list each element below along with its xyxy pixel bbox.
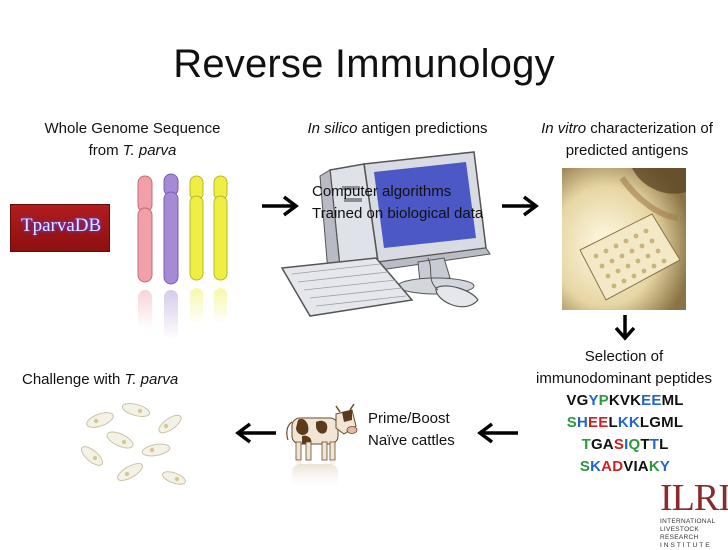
peptide-residues: AD: [601, 458, 624, 475]
in-vitro-italic: In vitro: [541, 120, 587, 137]
peptide-sequence: SKADVIAKY: [530, 456, 720, 478]
peptide-residues: T: [649, 436, 660, 453]
algorithm-note-line1: Computer algorithms: [312, 183, 452, 200]
in-vitro-caption: In vitro characterization of predicted a…: [522, 118, 728, 162]
selection-caption: Selection of immunodominant peptides: [510, 346, 728, 390]
prime-boost-line1: Prime/Boost: [368, 410, 450, 427]
tparvadb-logo: TparvaDB: [10, 204, 110, 252]
arrow-left-icon: [235, 422, 276, 444]
peptide-residues: KK: [617, 414, 640, 431]
peptide-residues: LGML: [639, 414, 684, 431]
peptide-residues: Q: [628, 436, 641, 453]
arrow-right-icon: [502, 195, 539, 217]
peptide-residues: ML: [661, 392, 684, 409]
parasites-illustration: [80, 403, 186, 485]
genome-caption: Whole Genome Sequence from T. parva: [20, 118, 245, 162]
peptide-residues: Y: [659, 458, 671, 475]
algorithm-note: Computer algorithms Trained on biologica…: [312, 181, 512, 225]
peptide-residues: K: [648, 458, 660, 475]
peptide-residues: L: [659, 436, 669, 453]
arrow-down-icon: [614, 315, 636, 341]
peptide-residues: L: [608, 414, 618, 431]
challenge-species: T. parva: [124, 371, 179, 388]
peptide-residues: I: [624, 436, 629, 453]
peptide-sequence: SHEELKKLGML: [530, 412, 720, 434]
peptide-sequence: TGASIQTTL: [530, 434, 720, 456]
ilri-logo-mark: ILRI: [660, 477, 728, 519]
chromosome-yellow-2: [213, 175, 228, 324]
prime-boost-caption: Prime/Boost Naïve cattles: [368, 408, 478, 452]
ilri-logo-line3: INSTITUTE: [660, 542, 712, 549]
peptide-residues: T: [581, 436, 591, 453]
microplate-photo: [562, 168, 686, 310]
selection-caption-line1: Selection of: [584, 348, 664, 365]
ilri-logo: ILRI INTERNATIONAL LIVESTOCK RESEARCH IN…: [660, 476, 728, 550]
tparvadb-logo-text: TparvaDB: [21, 215, 102, 236]
challenge-prefix: Challenge with: [22, 371, 125, 388]
peptide-residues: H: [577, 414, 589, 431]
genome-caption-prefix: from: [88, 142, 123, 159]
peptide-residues: KVK: [608, 392, 642, 409]
peptide-residues: K: [590, 458, 602, 475]
chromosome-yellow-1: [189, 175, 204, 324]
challenge-caption: Challenge with T. parva: [22, 369, 242, 391]
in-vitro-rest: characterization of: [586, 120, 713, 137]
ilri-logo-line2: LIVESTOCK RESEARCH: [660, 526, 700, 541]
peptide-residues: EE: [588, 414, 609, 431]
peptide-residues: VG: [566, 392, 589, 409]
peptide-sequence: VGYPKVKEEML: [530, 390, 720, 412]
genome-caption-line1: Whole Genome Sequence: [44, 120, 221, 137]
peptide-residues: Y: [588, 392, 599, 409]
peptide-residues: P: [598, 392, 609, 409]
algorithm-note-line2: Trained on biological data: [312, 205, 484, 222]
ilri-logo-line1: INTERNATIONAL: [660, 518, 716, 525]
sporozoite-cells: [80, 403, 186, 485]
slide-title: Reverse Immunology: [173, 42, 555, 86]
peptide-residues: S: [579, 458, 591, 475]
in-vitro-caption-line2: predicted antigens: [565, 142, 689, 159]
in-silico-rest: antigen predictions: [357, 120, 488, 137]
in-silico-italic: In silico: [307, 120, 358, 137]
peptide-residues: VIA: [623, 458, 649, 475]
genome-caption-line2: from T. parva: [20, 140, 245, 162]
cow-icon: [286, 403, 358, 490]
in-silico-caption: In silico antigen predictions: [285, 118, 510, 140]
peptide-residues: S: [566, 414, 577, 431]
arrow-left-icon: [477, 422, 518, 444]
peptide-residues: EE: [641, 392, 662, 409]
peptide-residues: T: [640, 436, 650, 453]
peptide-residues: S: [613, 436, 625, 453]
arrow-right-icon: [262, 195, 299, 217]
chromosome-purple: [163, 173, 179, 340]
prime-boost-line2: Naïve cattles: [368, 432, 455, 449]
microplate-wells: [593, 228, 667, 289]
chromosomes-illustration: [137, 173, 228, 340]
selection-caption-line2: immunodominant peptides: [536, 370, 712, 387]
chromosome-red: [137, 175, 153, 330]
in-vitro-caption-line1: In vitro characterization of: [522, 118, 728, 140]
computer-icon: [280, 151, 491, 317]
genome-caption-species: T. parva: [122, 142, 177, 159]
peptide-residues: GA: [590, 436, 614, 453]
